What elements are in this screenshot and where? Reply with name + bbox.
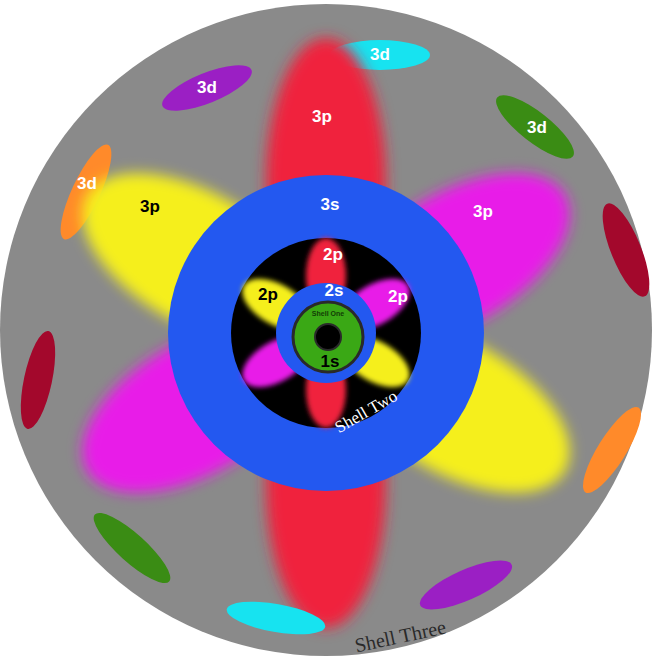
orbital-label: 3d bbox=[77, 175, 97, 194]
d-orbital-lobe bbox=[85, 504, 178, 592]
d-orbital: 3d bbox=[157, 63, 257, 113]
shell-one: Shell One 1s bbox=[291, 300, 365, 374]
d-orbital-lobe bbox=[574, 400, 651, 500]
nucleus bbox=[315, 324, 341, 350]
d-orbital-lobe bbox=[224, 596, 327, 641]
d-orbital: 3d bbox=[485, 97, 585, 157]
orbital-label: 3p bbox=[140, 198, 160, 217]
orbital-label: 2p bbox=[388, 288, 408, 307]
d-orbital-lobe bbox=[593, 198, 652, 302]
orbital-label: 3s bbox=[321, 196, 340, 215]
orbital-label: 3d bbox=[370, 46, 390, 65]
orbital-label: 2p bbox=[323, 246, 343, 265]
s-orbital: 2sShell One 1s bbox=[276, 283, 376, 383]
orbital-label: 2p bbox=[258, 286, 278, 305]
orbital-label: Shell One bbox=[312, 310, 344, 318]
orbital-label: 3p bbox=[473, 203, 493, 222]
shell-ring bbox=[293, 302, 363, 372]
shell-disc bbox=[0, 4, 652, 656]
shell-disc bbox=[168, 175, 484, 491]
orbital-label: 3d bbox=[527, 119, 547, 138]
d-orbital-lobe bbox=[14, 328, 62, 432]
d-orbital-lobe bbox=[414, 551, 518, 619]
orbital-label: 1s bbox=[321, 353, 340, 372]
d-orbital-lobe bbox=[488, 86, 582, 169]
orbital-label: 3d bbox=[197, 79, 217, 98]
orbital-label: 2s bbox=[325, 282, 344, 301]
orbital-label: 3p bbox=[312, 108, 332, 127]
shell-two: Shell Two2p2p2p2sShell One1s bbox=[231, 238, 421, 428]
s-orbital: 3sShell Two2p2p2p2sShell One1s bbox=[168, 175, 484, 491]
shell-three: Shell Three3d3d3d3d3p3p3p3sShell Two2p2p… bbox=[0, 4, 652, 656]
d-orbital-lobe bbox=[157, 56, 257, 120]
